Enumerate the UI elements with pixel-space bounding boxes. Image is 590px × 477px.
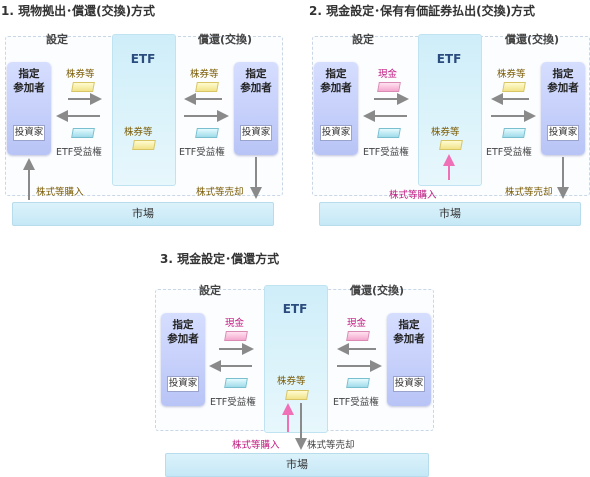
section-2-title: 2. 現金設定･保有有価証券払出(交換)方式 [309, 4, 536, 18]
participant-name-1: 指定 [172, 319, 194, 331]
participant-name-1: 指定 [552, 68, 574, 80]
section-3-title: 3. 現金設定･償還方式 [160, 252, 280, 266]
etf-label: ETF [436, 52, 462, 66]
buy-label: 株式等購入 [389, 190, 437, 201]
setup-header: 設定 [46, 33, 68, 46]
right-bottom-label: ETF受益権 [179, 147, 225, 158]
participant-name-2: 参加者 [547, 82, 579, 94]
etf-box [264, 285, 328, 433]
left-top-label: 現金 [378, 69, 398, 80]
left-bottom-label: ETF受益権 [56, 147, 102, 158]
investor-label: 投資家 [393, 376, 425, 392]
left-top-label: 現金 [225, 318, 245, 329]
investor-label: 投資家 [320, 125, 352, 141]
sell-label: 株式等売却 [196, 187, 244, 198]
left-bottom-label: ETF受益権 [210, 397, 256, 408]
participant-name-2: 参加者 [167, 333, 199, 345]
market-bar: 市場 [319, 202, 581, 226]
etf-inner-label: 株券等 [277, 376, 306, 387]
right-bottom-label: ETF受益権 [486, 147, 532, 158]
participant-name-2: 参加者 [240, 82, 272, 94]
participant-name-2: 参加者 [13, 82, 45, 94]
right-participant: 指定 参加者 投資家 [541, 62, 585, 155]
etf-inner-label: 株券等 [431, 127, 460, 138]
left-participant: 指定 参加者 投資家 [7, 62, 51, 155]
left-top-label: 株券等 [66, 69, 95, 80]
left-participant: 指定 参加者 投資家 [314, 62, 358, 155]
right-bottom-label: ETF受益権 [333, 397, 379, 408]
sell-label: 株式等売却 [505, 187, 553, 198]
buy-label: 株式等購入 [36, 187, 84, 198]
etf-inner-label: 株券等 [124, 127, 153, 138]
redeem-header: 償還(交換) [505, 33, 560, 46]
right-participant: 指定 参加者 投資家 [234, 62, 278, 155]
redeem-header: 償還(交換) [198, 33, 253, 46]
buy-label: 株式等購入 [232, 440, 280, 451]
redeem-header: 償還(交換) [350, 284, 405, 297]
participant-name-1: 指定 [18, 68, 40, 80]
left-participant: 指定 参加者 投資家 [161, 313, 205, 406]
investor-label: 投資家 [167, 376, 199, 392]
participant-name-2: 参加者 [320, 82, 352, 94]
participant-name-1: 指定 [245, 68, 267, 80]
investor-label: 投資家 [547, 125, 579, 141]
right-top-label: 株券等 [190, 69, 219, 80]
participant-name-2: 参加者 [393, 333, 425, 345]
etf-label: ETF [130, 52, 156, 66]
setup-header: 設定 [352, 33, 374, 46]
etf-box [112, 34, 176, 186]
participant-name-1: 指定 [325, 68, 347, 80]
etf-label: ETF [282, 302, 308, 316]
right-participant: 指定 参加者 投資家 [387, 313, 431, 406]
investor-label: 投資家 [240, 125, 272, 141]
left-bottom-label: ETF受益権 [363, 147, 409, 158]
sell-label: 株式等売却 [307, 440, 355, 451]
section-1-title: 1. 現物拠出･償還(交換)方式 [1, 4, 156, 18]
investor-label: 投資家 [13, 125, 45, 141]
right-top-label: 株券等 [497, 69, 526, 80]
participant-name-1: 指定 [398, 319, 420, 331]
setup-header: 設定 [199, 284, 221, 297]
market-bar: 市場 [12, 202, 274, 226]
right-top-label: 現金 [347, 318, 367, 329]
